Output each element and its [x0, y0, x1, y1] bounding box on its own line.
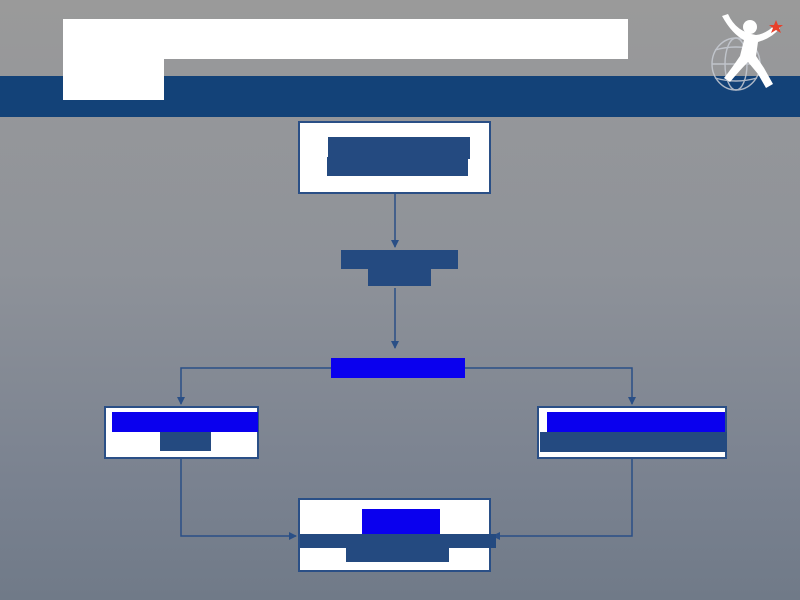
left-box-label-line-2 [160, 432, 211, 451]
right-box-label-line-2 [540, 432, 727, 452]
connector-left-to-bottom [180, 459, 297, 540]
running-figure-icon [722, 14, 780, 88]
connector-decision-to-left [177, 367, 331, 405]
running-figure-globe-logo [711, 14, 783, 91]
connector-decision-to-right [465, 367, 636, 405]
bottom-box-label-line-1 [362, 509, 440, 534]
slide-title [63, 19, 628, 59]
bottom-box-label-line-3 [346, 548, 449, 562]
top-box-label-line-2 [327, 157, 468, 176]
left-box-label-line-1 [112, 412, 258, 432]
decision-label [331, 358, 465, 378]
top-box-label-line-1 [328, 137, 470, 159]
star-icon [769, 20, 783, 33]
slide-title-continuation [63, 59, 164, 100]
middle-step-label-line-1 [341, 250, 458, 269]
middle-step-label-line-2 [368, 268, 431, 286]
bottom-box-label-line-2 [300, 534, 496, 548]
right-box-label-line-1 [547, 412, 725, 432]
connector-right-to-bottom [492, 459, 633, 540]
